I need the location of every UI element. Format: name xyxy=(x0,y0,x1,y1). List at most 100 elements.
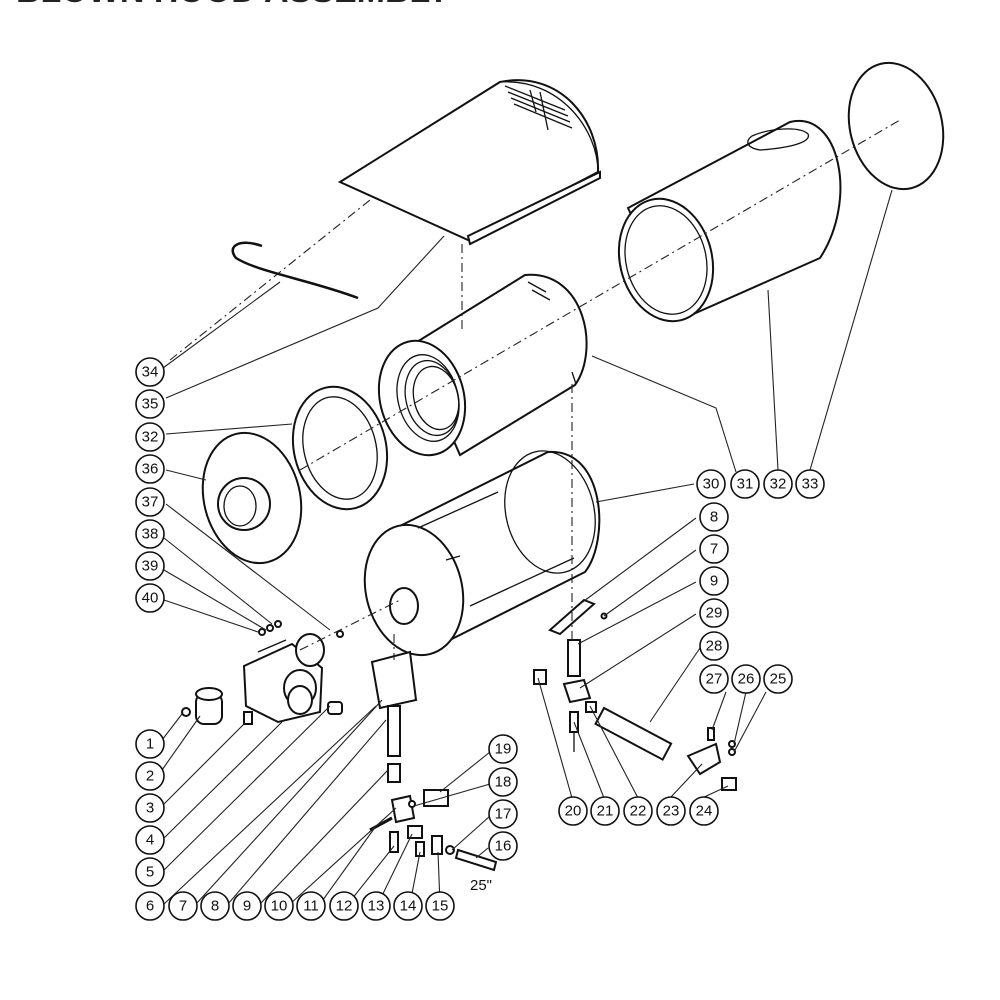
svg-text:12: 12 xyxy=(336,898,353,915)
callout-23: 23 xyxy=(656,796,686,826)
callout-6: 6 xyxy=(135,891,165,921)
svg-text:9: 9 xyxy=(243,898,251,915)
callout-2: 2 xyxy=(135,761,165,791)
svg-text:10: 10 xyxy=(271,898,288,915)
callout-10: 10 xyxy=(264,891,294,921)
callout-25: 25 xyxy=(763,664,793,694)
callout-13: 13 xyxy=(361,891,391,921)
leader-lines xyxy=(161,189,893,905)
callout-7-right: 7 xyxy=(699,534,729,564)
svg-text:35: 35 xyxy=(142,396,159,413)
svg-text:23: 23 xyxy=(663,803,680,820)
callout-29: 29 xyxy=(699,598,729,628)
callout-16: 16 xyxy=(488,831,518,861)
svg-text:16: 16 xyxy=(495,838,512,855)
end-disc-part xyxy=(847,61,945,191)
svg-text:33: 33 xyxy=(802,476,819,493)
callout-4: 4 xyxy=(135,825,165,855)
callout-24: 24 xyxy=(689,796,719,826)
callout-28: 28 xyxy=(699,631,729,661)
svg-text:4: 4 xyxy=(146,832,154,849)
svg-text:28: 28 xyxy=(706,638,723,655)
svg-text:31: 31 xyxy=(737,476,754,493)
svg-text:24: 24 xyxy=(696,803,713,820)
callout-27: 27 xyxy=(699,664,729,694)
svg-text:19: 19 xyxy=(495,741,512,758)
svg-text:11: 11 xyxy=(303,898,319,915)
svg-text:32: 32 xyxy=(142,429,159,446)
svg-text:17: 17 xyxy=(495,806,512,823)
svg-text:9: 9 xyxy=(710,573,718,590)
back-plate-part xyxy=(201,431,303,565)
callout-17: 17 xyxy=(488,799,518,829)
parts-artwork xyxy=(181,61,945,872)
svg-text:15: 15 xyxy=(432,898,449,915)
left-fitting-stack xyxy=(369,650,498,872)
callout-9-right: 9 xyxy=(699,566,729,596)
svg-text:25: 25 xyxy=(770,671,787,688)
outer-frame-part xyxy=(363,450,601,657)
dimension-label: 25" xyxy=(470,877,492,894)
svg-text:21: 21 xyxy=(597,803,614,820)
svg-text:30: 30 xyxy=(703,476,720,493)
svg-text:8: 8 xyxy=(211,898,219,915)
svg-text:40: 40 xyxy=(142,590,159,607)
callout-26: 26 xyxy=(731,664,761,694)
callout-14: 14 xyxy=(393,891,423,921)
svg-text:14: 14 xyxy=(400,898,417,915)
diagram-title: BLOWN HOOD ASSEMBLY xyxy=(16,0,450,10)
callout-34: 34 xyxy=(135,357,165,387)
svg-text:7: 7 xyxy=(710,541,718,558)
callout-1: 1 xyxy=(135,729,165,759)
callout-15: 15 xyxy=(425,891,455,921)
svg-text:22: 22 xyxy=(630,803,647,820)
svg-text:6: 6 xyxy=(146,898,154,915)
burner-motor-assembly xyxy=(181,620,344,725)
callouts: 34 35 32 36 37 38 39 40 1 2 3 4 5 6 7 8 … xyxy=(135,357,825,921)
callout-35: 35 xyxy=(135,389,165,419)
svg-text:29: 29 xyxy=(706,605,723,622)
callout-39: 39 xyxy=(135,551,165,581)
callout-20: 20 xyxy=(558,796,588,826)
svg-text:20: 20 xyxy=(565,803,582,820)
svg-text:36: 36 xyxy=(142,461,159,478)
svg-text:27: 27 xyxy=(706,671,723,688)
svg-text:8: 8 xyxy=(710,509,718,526)
callout-36: 36 xyxy=(135,454,165,484)
callout-32-gasket: 32 xyxy=(135,422,165,452)
svg-text:38: 38 xyxy=(142,526,159,543)
svg-text:1: 1 xyxy=(146,736,154,753)
callout-11: 11 xyxy=(296,891,326,921)
callout-8-left: 8 xyxy=(200,891,230,921)
svg-text:13: 13 xyxy=(368,898,385,915)
callout-30: 30 xyxy=(696,469,726,499)
outer-sleeve-part xyxy=(617,119,842,323)
callout-32-sleeve: 32 xyxy=(763,469,793,499)
svg-text:5: 5 xyxy=(146,864,154,881)
callout-40: 40 xyxy=(135,583,165,613)
svg-text:34: 34 xyxy=(142,364,159,381)
callout-8-right: 8 xyxy=(699,502,729,532)
svg-text:2: 2 xyxy=(146,768,154,785)
callout-31: 31 xyxy=(730,469,760,499)
wire-part xyxy=(231,241,359,300)
callout-12: 12 xyxy=(329,891,359,921)
svg-text:18: 18 xyxy=(495,774,512,791)
callout-21: 21 xyxy=(590,796,620,826)
svg-text:26: 26 xyxy=(738,671,755,688)
top-shroud-part xyxy=(337,79,601,246)
callout-9-left: 9 xyxy=(232,891,262,921)
callout-19: 19 xyxy=(488,734,518,764)
callout-37: 37 xyxy=(135,487,165,517)
svg-text:39: 39 xyxy=(142,558,159,575)
svg-text:7: 7 xyxy=(179,898,187,915)
svg-text:3: 3 xyxy=(146,800,154,817)
centerlines xyxy=(169,119,901,660)
callout-38: 38 xyxy=(135,519,165,549)
combustion-chamber-part xyxy=(377,273,588,457)
svg-text:37: 37 xyxy=(142,494,159,511)
right-fitting-stack xyxy=(533,598,737,791)
callout-5: 5 xyxy=(135,857,165,887)
callout-18: 18 xyxy=(488,767,518,797)
